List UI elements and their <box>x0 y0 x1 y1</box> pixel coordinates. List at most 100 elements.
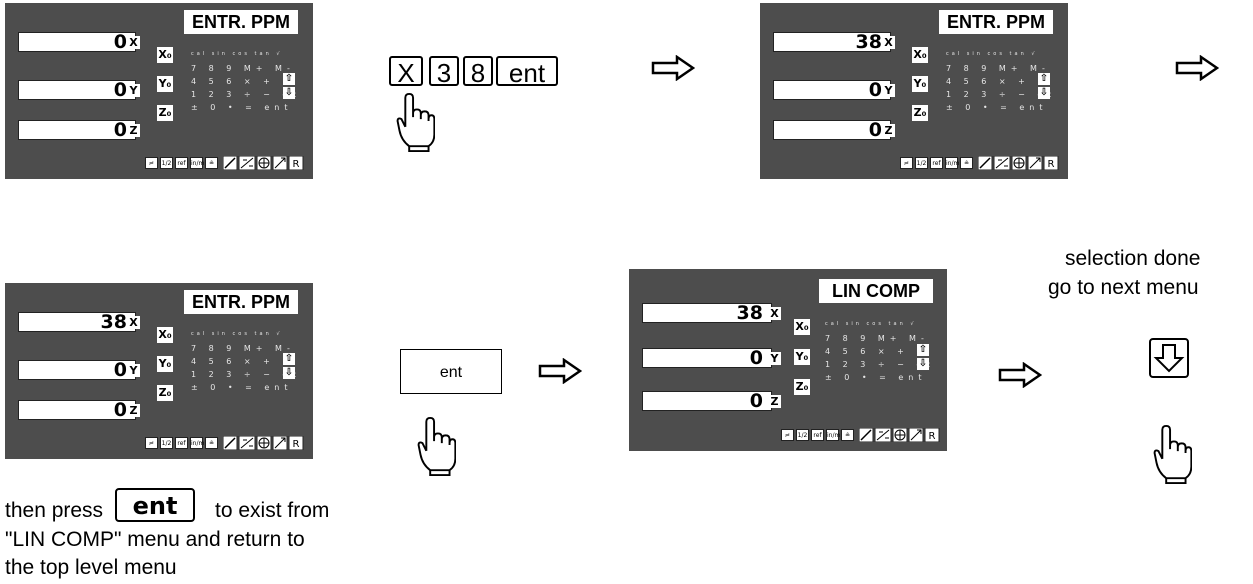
message-display: ENTR. PPM <box>184 290 298 314</box>
hand-pointer-icon <box>417 416 456 476</box>
y-readout: 0 <box>18 79 136 101</box>
hand-pointer-icon <box>1153 424 1192 484</box>
fn-key[interactable]: ≗ <box>841 429 854 441</box>
down-arrow-icon[interactable]: ⇩ <box>1038 87 1050 99</box>
axis-label-y: Y <box>127 84 140 97</box>
arrow-right-icon <box>1175 55 1219 81</box>
axis-label-z: Z <box>127 124 140 137</box>
fn-key[interactable]: 1/2 <box>796 429 809 441</box>
y-readout: 0 <box>18 359 136 381</box>
ent-key[interactable]: ent <box>496 56 558 88</box>
ent-key-plain[interactable]: ent <box>400 349 502 394</box>
axis-label-x: X <box>882 36 895 49</box>
function-icons[interactable]: R <box>223 156 305 170</box>
hand-pointer-icon <box>396 92 435 152</box>
fn-key[interactable]: 1/2 <box>915 157 928 169</box>
fn-key[interactable]: 1/2 <box>160 157 173 169</box>
z-value: 0 <box>113 119 127 141</box>
keypad-row: 7 8 9 M+ M- <box>191 344 295 353</box>
instruction-exit: to exist from <box>215 499 330 522</box>
x-zero-button[interactable]: X₀ <box>794 319 810 335</box>
fn-key[interactable]: 1/2 <box>160 437 173 449</box>
function-icons[interactable]: R <box>223 436 305 450</box>
z-zero-button[interactable]: Z₀ <box>157 105 173 121</box>
x-key[interactable]: X <box>389 56 423 88</box>
y-zero-button[interactable]: Y₀ <box>794 349 810 365</box>
function-icons[interactable]: R <box>859 428 941 442</box>
keypad-row: 7 8 9 M+ M- <box>946 64 1050 73</box>
y-zero-button[interactable]: Y₀ <box>157 76 173 92</box>
fn-key[interactable]: ≓ <box>900 157 913 169</box>
up-arrow-icon[interactable]: ⇧ <box>1038 73 1050 85</box>
dro-panel-1: 0 0 0 X Y Z X₀ Y₀ Z₀ ENTR. PPM cal sin c… <box>5 3 313 179</box>
axis-label-y: Y <box>882 84 895 97</box>
x-readout: 38 <box>18 311 136 333</box>
keypad-row: 1 2 3 ÷ − cc <box>825 360 936 369</box>
x-zero-button[interactable]: X₀ <box>157 47 173 63</box>
fn-key[interactable]: ≗ <box>205 157 218 169</box>
z-value: 0 <box>749 390 763 412</box>
z-zero-button[interactable]: Z₀ <box>912 105 928 121</box>
fn-key[interactable]: in/m <box>826 429 840 441</box>
keypad-row: 1 2 3 ÷ − cc <box>191 370 302 379</box>
keypad-row: 1 2 3 ÷ − cc <box>191 90 302 99</box>
z-readout: 0 <box>773 119 891 141</box>
note-selection-done: selection done <box>1065 247 1201 270</box>
axis-label-y: Y <box>127 364 140 377</box>
z-readout: 0 <box>18 399 136 421</box>
key-8[interactable]: 8 <box>463 56 493 88</box>
x-readout: 38 <box>773 31 891 53</box>
up-arrow-icon[interactable]: ⇧ <box>283 73 295 85</box>
y-zero-button[interactable]: Y₀ <box>912 76 928 92</box>
fn-key[interactable]: ≓ <box>781 429 794 441</box>
x-zero-button[interactable]: X₀ <box>912 47 928 63</box>
fn-key[interactable]: ≗ <box>960 157 973 169</box>
up-arrow-icon[interactable]: ⇧ <box>283 353 295 365</box>
x-value: 38 <box>855 31 882 53</box>
y-readout: 0 <box>642 347 772 369</box>
down-key-icon[interactable] <box>1149 338 1189 378</box>
fn-key[interactable]: ≓ <box>145 157 158 169</box>
y-value: 0 <box>868 79 882 101</box>
down-arrow-icon[interactable]: ⇩ <box>917 358 929 370</box>
message-display: ENTR. PPM <box>939 10 1053 34</box>
x-value: 38 <box>736 302 763 324</box>
axis-label-z: Z <box>127 404 140 417</box>
keypad: cal sin cos tan √ 7 8 9 M+ M- 4 5 6 × + … <box>946 51 1057 116</box>
fn-key[interactable]: ≓ <box>145 437 158 449</box>
down-arrow-icon[interactable]: ⇩ <box>283 367 295 379</box>
z-value: 0 <box>868 119 882 141</box>
message-display: ENTR. PPM <box>184 10 298 34</box>
y-value: 0 <box>113 359 127 381</box>
down-arrow-icon[interactable]: ⇩ <box>283 87 295 99</box>
y-value: 0 <box>749 347 763 369</box>
keypad-row: 1 2 3 ÷ − cc <box>946 90 1057 99</box>
up-arrow-icon[interactable]: ⇧ <box>917 344 929 356</box>
arrow-right-icon <box>998 362 1042 388</box>
keypad-row: ± 0 • = ent <box>946 103 1048 112</box>
z-zero-button[interactable]: Z₀ <box>794 379 810 395</box>
axis-label-x: X <box>127 36 140 49</box>
x-value: 0 <box>113 31 127 53</box>
fn-key[interactable]: ref <box>175 437 188 449</box>
fn-key[interactable]: in/m <box>190 157 204 169</box>
y-zero-button[interactable]: Y₀ <box>157 356 173 372</box>
instruction-then-press: then press <box>5 499 104 522</box>
dro-panel-3: 38 0 0 X Y Z X₀ Y₀ Z₀ ENTR. PPM cal sin … <box>5 283 313 459</box>
fn-key[interactable]: in/m <box>190 437 204 449</box>
fn-key[interactable]: ≗ <box>205 437 218 449</box>
svg-text:R: R <box>293 159 300 170</box>
x-zero-button[interactable]: X₀ <box>157 327 173 343</box>
z-zero-button[interactable]: Z₀ <box>157 385 173 401</box>
fn-key[interactable]: ref <box>930 157 943 169</box>
keypad-row: cal sin cos tan √ <box>825 321 917 327</box>
fn-key[interactable]: in/m <box>945 157 959 169</box>
keypad-row: 4 5 6 × + <box>946 77 1030 86</box>
function-icons[interactable]: R <box>978 156 1060 170</box>
fn-key[interactable]: ref <box>811 429 824 441</box>
ent-key-bold[interactable]: ent <box>115 488 195 522</box>
fn-key[interactable]: ref <box>175 157 188 169</box>
keypad-row: 7 8 9 M+ M- <box>191 64 295 73</box>
z-readout: 0 <box>18 119 136 141</box>
key-3[interactable]: 3 <box>429 56 459 88</box>
